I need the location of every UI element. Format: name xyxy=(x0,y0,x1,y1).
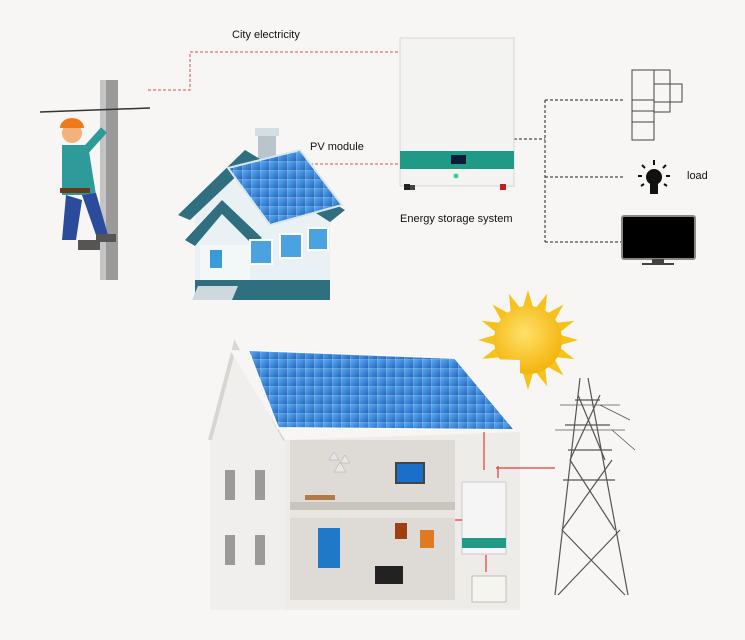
light-bulb-icon xyxy=(638,160,670,194)
transmission-tower xyxy=(554,377,636,596)
load-lines xyxy=(514,99,625,243)
utility-worker-on-pole xyxy=(39,80,151,280)
city-electricity-label: City electricity xyxy=(232,29,300,41)
sun-ray xyxy=(522,371,534,390)
house-cutaway-illustration xyxy=(208,339,555,610)
television-icon xyxy=(621,215,696,265)
sun-ray xyxy=(478,334,497,346)
refrigerator-icon xyxy=(631,69,683,141)
sun-ray xyxy=(522,290,534,309)
sun-ray xyxy=(559,334,578,346)
load-label: load xyxy=(687,170,708,182)
pv-module-label: PV module xyxy=(310,141,364,153)
pv-house-illustration xyxy=(178,128,345,300)
city-electricity-line xyxy=(148,51,398,91)
energy-storage-system-label: Energy storage system xyxy=(400,213,513,225)
energy-storage-unit xyxy=(399,37,515,190)
